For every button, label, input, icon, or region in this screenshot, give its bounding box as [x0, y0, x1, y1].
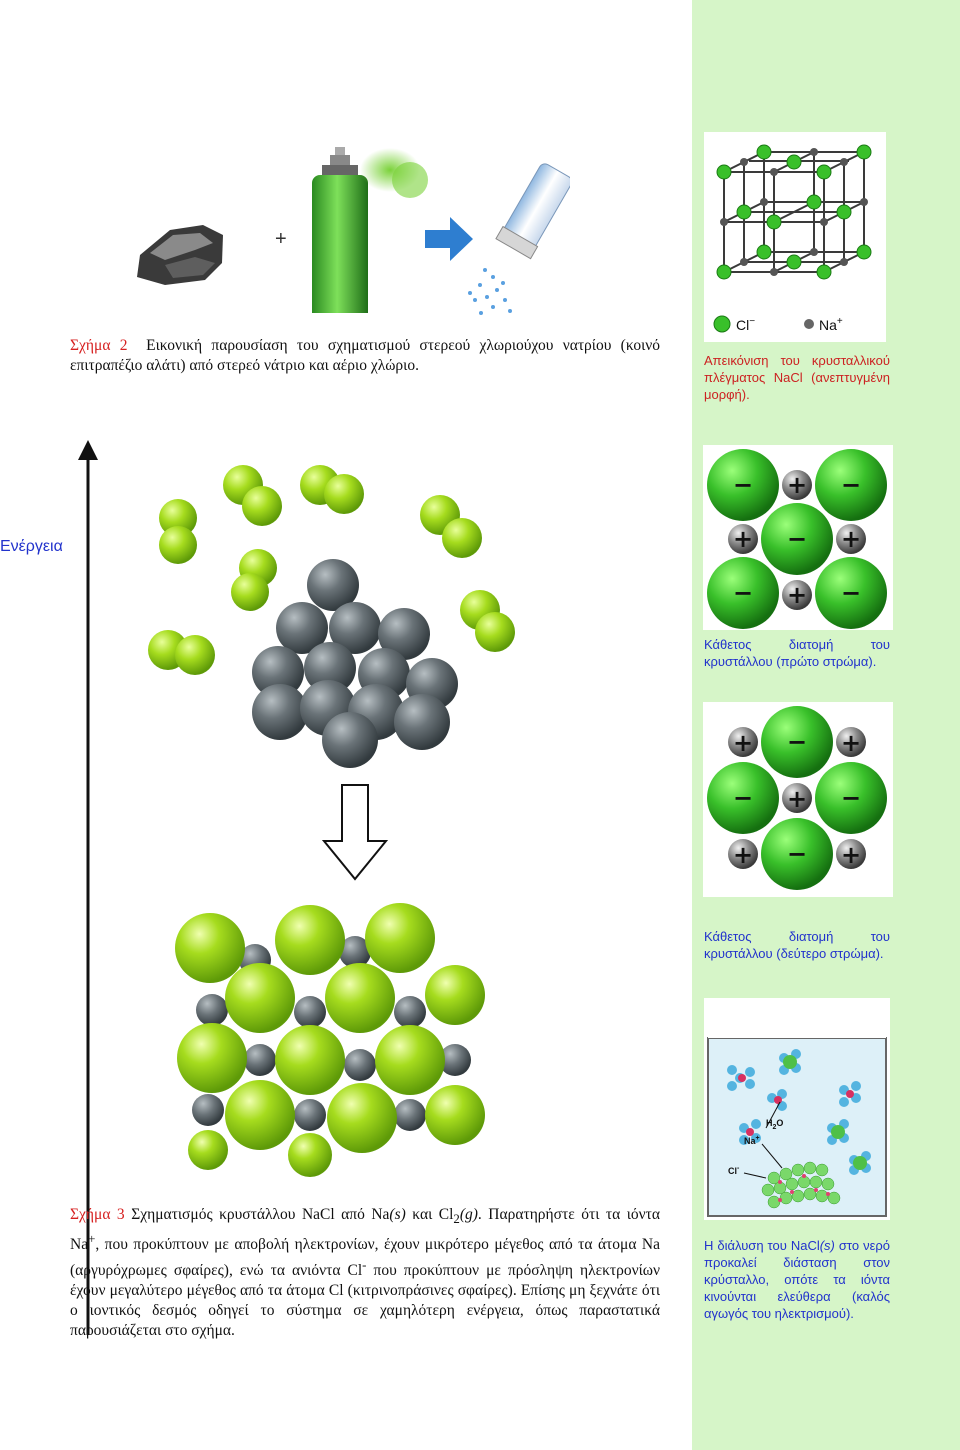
energy-arrow — [78, 440, 98, 1335]
energy-label: Ενέργεια — [0, 538, 63, 555]
svg-text:−: − — [733, 471, 753, 499]
svg-text:−: − — [787, 728, 807, 756]
legend-cl-label: Cl− — [736, 316, 755, 333]
reaction-arrow-icon — [425, 217, 473, 261]
svg-text:−: − — [733, 579, 753, 607]
down-arrow-icon — [321, 784, 389, 881]
hydrated-ions — [727, 1049, 871, 1175]
svg-text:−: − — [787, 840, 807, 868]
chloride-ions — [175, 903, 485, 1177]
label-na-ion: Na+ — [744, 1135, 760, 1146]
svg-text:−: − — [841, 579, 861, 607]
legend-na-label: Na+ — [819, 316, 843, 333]
svg-text:−: − — [787, 525, 807, 553]
figure2-caption: Σχήμα 2 Εικονική παρουσίαση του σχηματισ… — [70, 337, 660, 374]
plus-sign: + — [275, 228, 287, 250]
dissolution-illustration: H2O Na+ Cl- — [704, 998, 890, 1220]
sodium-ions — [192, 936, 471, 1131]
lattice-caption: Απεικόνιση του κρυσταλλικού πλέγματος Na… — [704, 353, 890, 402]
svg-text:+: + — [787, 785, 807, 813]
svg-text:−: − — [841, 471, 861, 499]
layer2-caption: Κάθετος διατομή του κρυστάλλου (δεύτερο … — [704, 929, 890, 961]
sodium-rock-icon — [137, 225, 223, 285]
svg-text:+: + — [733, 525, 753, 553]
svg-text:+: + — [787, 471, 807, 499]
svg-text:+: + — [733, 841, 753, 869]
sodium-atom-pile — [252, 559, 458, 768]
legend-sodium-icon — [804, 319, 814, 329]
figure2-illustration: + — [137, 147, 570, 315]
svg-text:−: − — [841, 784, 861, 812]
svg-text:+: + — [841, 729, 861, 757]
figure3-caption: Σχήμα 3 Σχηματισμός κρυστάλλου NaCl από … — [70, 1206, 661, 1340]
layer2-ions — [707, 706, 887, 890]
label-cl-ion: Cl- — [728, 1165, 740, 1176]
figure3-reactants — [148, 465, 515, 768]
svg-text:+: + — [841, 841, 861, 869]
svg-text:+: + — [733, 729, 753, 757]
svg-text:+: + — [787, 581, 807, 609]
figure3-nacl-crystal — [175, 903, 485, 1177]
dissolution-caption: Η διάλυση του NaCl(s) στο νερό προκαλεί … — [704, 1238, 890, 1321]
chlorine-tank-icon — [312, 147, 368, 313]
legend-chloride-icon — [713, 315, 731, 333]
lattice-chloride-ions — [716, 144, 872, 280]
layer1-caption: Κάθετος διατομή του κρυστάλλου (πρώτο στ… — [704, 637, 890, 669]
svg-text:+: + — [841, 525, 861, 553]
layer1-ions — [707, 449, 887, 629]
dissolving-crystal — [761, 1161, 841, 1209]
salt-grains — [468, 268, 512, 315]
svg-text:−: − — [733, 784, 753, 812]
lattice-illustration: Cl− Na+ — [704, 132, 886, 342]
label-h2o: H2O — [766, 1118, 783, 1131]
lattice-sodium-ions — [720, 148, 868, 276]
layer2-illustration: − − − − + + + + + — [703, 702, 893, 897]
salt-shaker-icon — [495, 163, 570, 260]
layer1-illustration: − − − − − + + + + — [703, 445, 893, 630]
chlorine-molecules — [148, 465, 515, 675]
